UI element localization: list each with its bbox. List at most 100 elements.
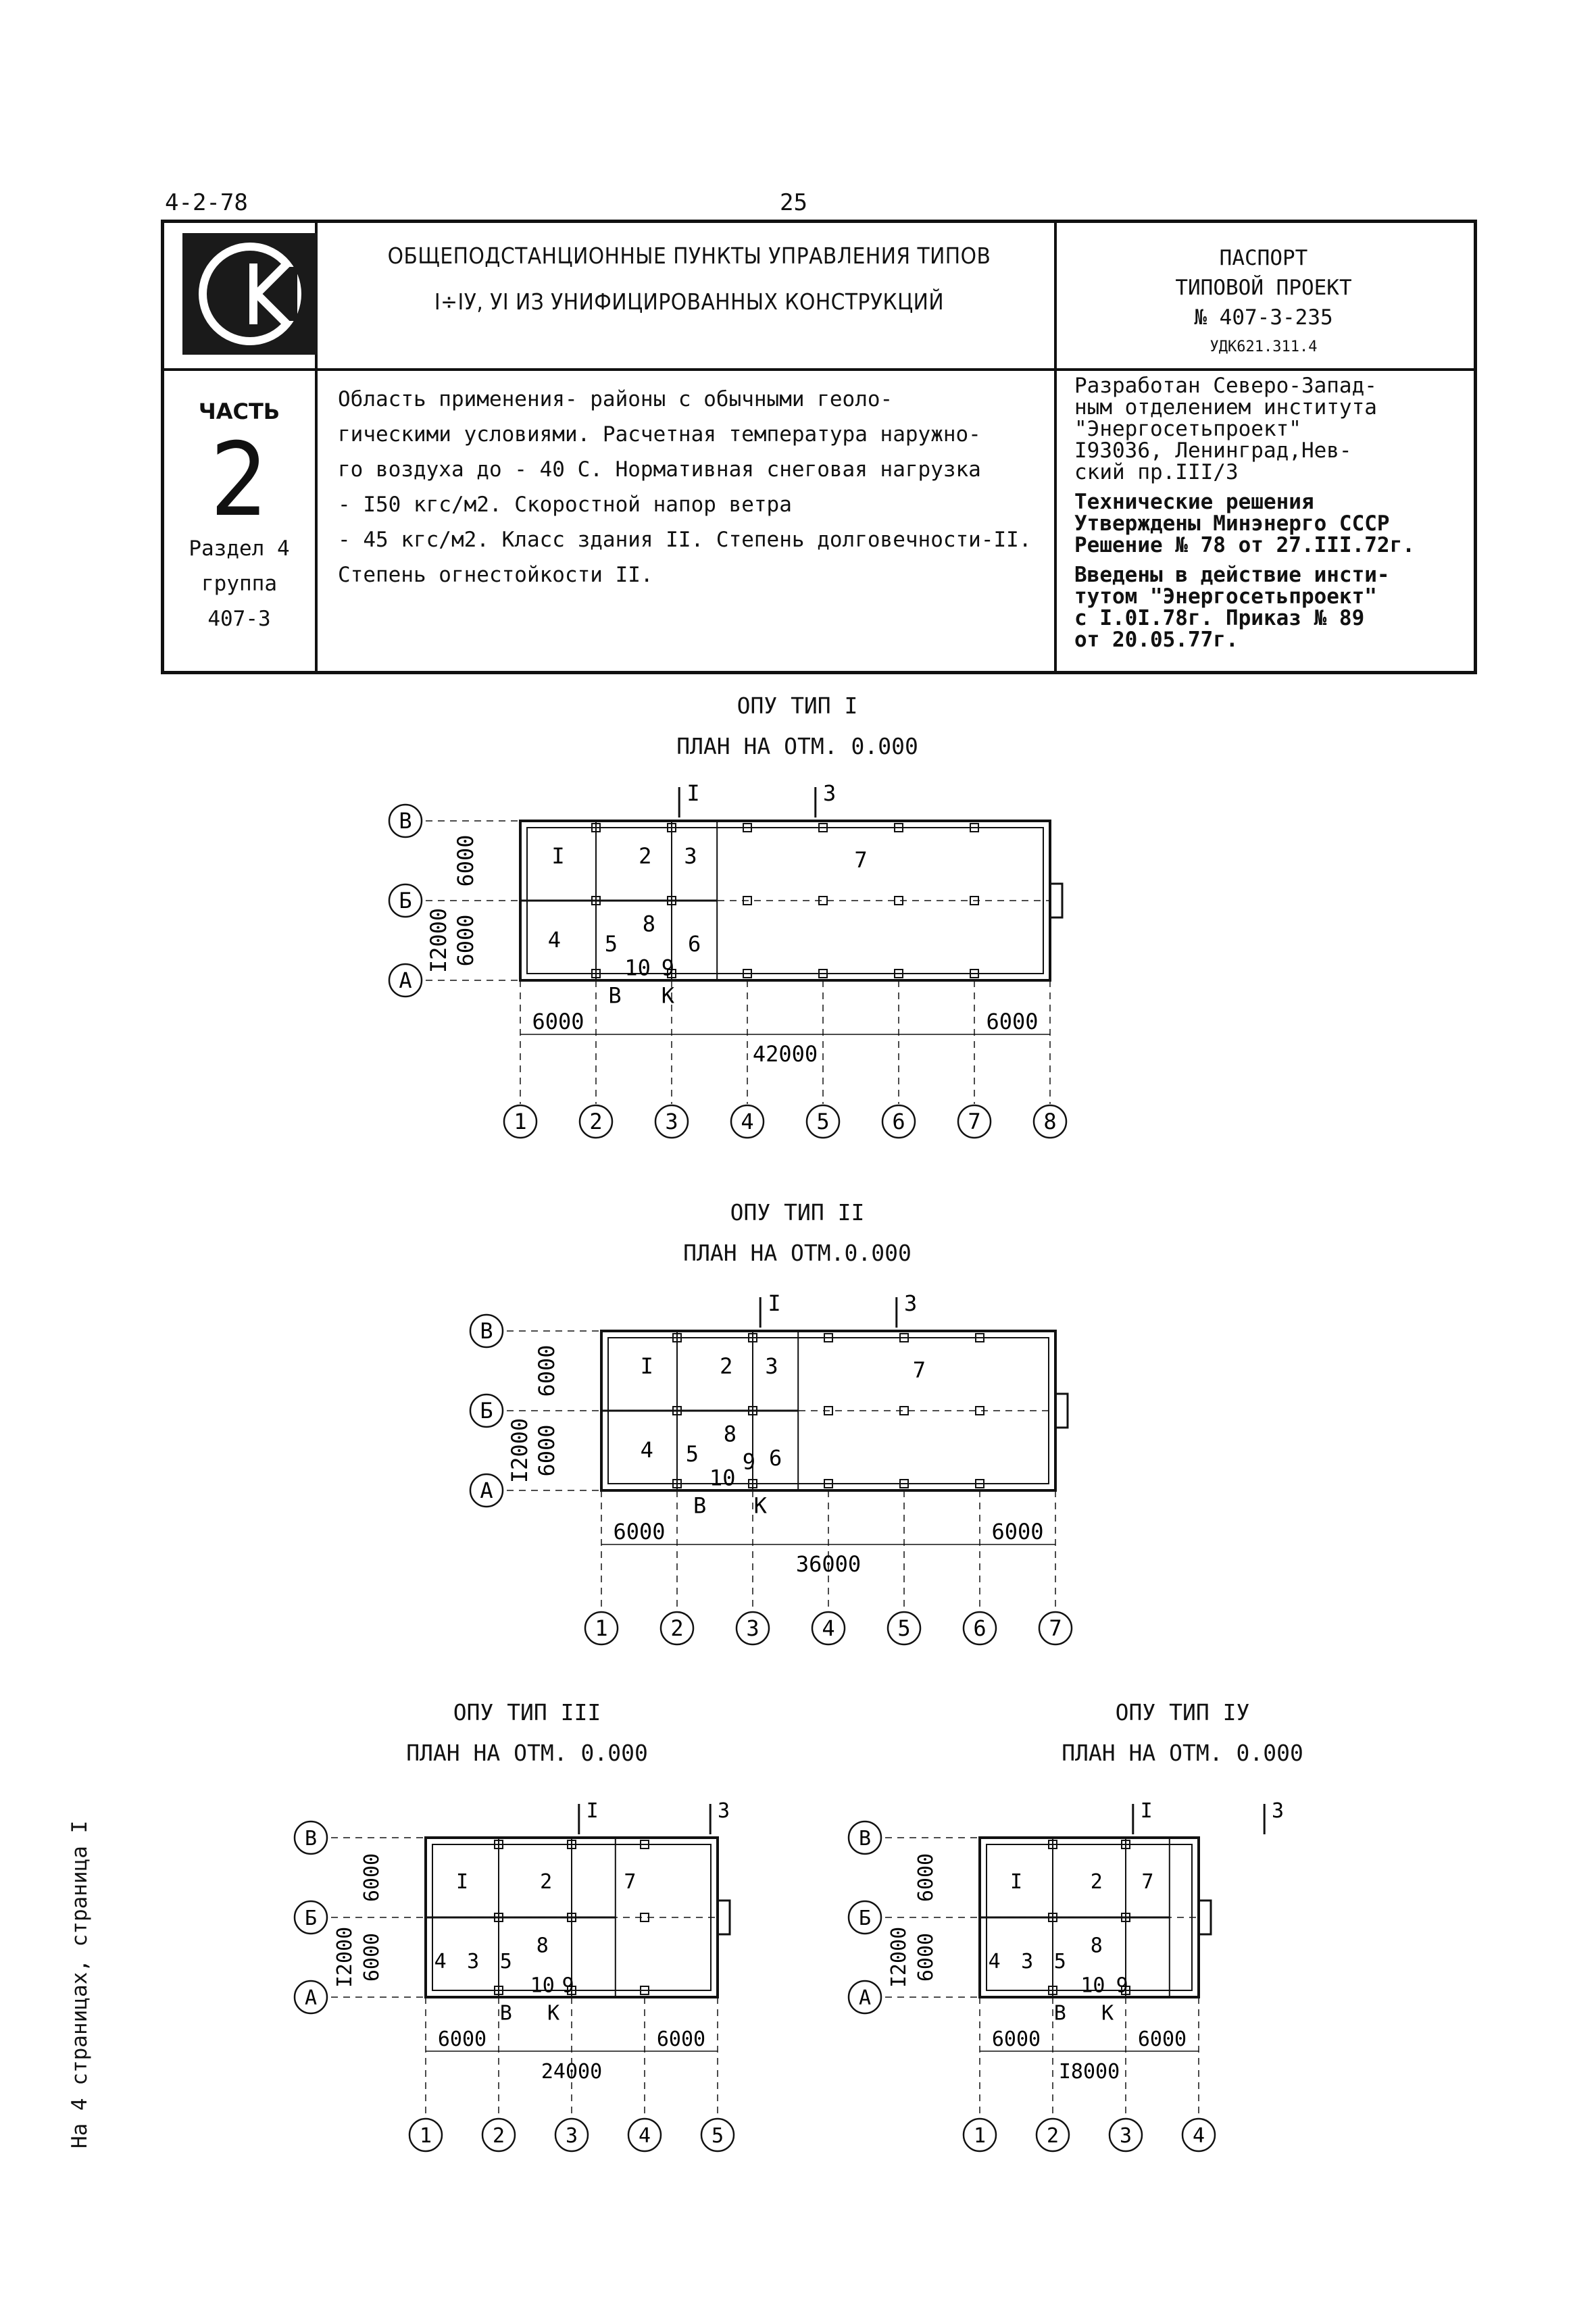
room-number: 9 xyxy=(1116,1973,1128,1997)
axis-label: Б xyxy=(305,1907,317,1930)
column-marker xyxy=(899,1479,909,1488)
dimension-label: 6000 xyxy=(534,1424,559,1476)
entrance xyxy=(716,1899,731,1936)
axis-label: 3 xyxy=(665,1109,678,1134)
room-number: I xyxy=(456,1870,468,1894)
plan-4-title: ОПУ ТИП IУ xyxy=(1115,1699,1250,1726)
page-count-note: На 4 страницах, страница I xyxy=(68,1820,92,2148)
axis-bubble xyxy=(293,1820,328,1855)
axis-bubble xyxy=(293,1980,328,2015)
axis-bubble xyxy=(735,1611,770,1646)
dimension-label: I2000 xyxy=(426,908,451,973)
column-marker xyxy=(818,823,828,832)
room-number: К xyxy=(754,1493,768,1519)
room-number: 8 xyxy=(724,1421,737,1447)
axis-label: В xyxy=(305,1827,317,1851)
axis-label: В xyxy=(480,1318,493,1344)
room-number: 4 xyxy=(641,1437,653,1463)
room-number: 9 xyxy=(743,1449,755,1475)
axis-label: 8 xyxy=(1043,1109,1056,1134)
axis-bubble xyxy=(962,1611,997,1646)
axis-bubble xyxy=(503,1104,538,1139)
axis-bubble xyxy=(811,1611,846,1646)
page-number: 25 xyxy=(780,189,807,216)
axis-label: 3 xyxy=(1120,2124,1132,2148)
room-number: 4 xyxy=(434,1950,447,1973)
room-number: В xyxy=(500,2002,512,2026)
group-code: 407-3 xyxy=(207,607,271,631)
axis-label: 7 xyxy=(968,1109,980,1134)
dimension-label: 6000 xyxy=(657,2028,705,2051)
dimension-label: 6000 xyxy=(914,1853,938,1902)
column-marker xyxy=(672,1479,682,1488)
axis-bubble xyxy=(1181,2117,1216,2153)
axis-label: 4 xyxy=(822,1615,834,1641)
axis-label: 1 xyxy=(514,1109,526,1134)
axis-bubble xyxy=(887,1611,922,1646)
room-number: В xyxy=(693,1493,706,1519)
column-marker xyxy=(1048,1840,1057,1849)
axis-label: А xyxy=(399,967,412,993)
axis-bubble xyxy=(659,1611,695,1646)
column-marker xyxy=(494,1840,503,1849)
axis-bubble xyxy=(881,1104,916,1139)
room-number: 4 xyxy=(989,1950,1001,1973)
dimension-label: 6000 xyxy=(360,1933,384,1982)
axis-label: 4 xyxy=(639,2124,651,2148)
column-marker xyxy=(899,1333,909,1342)
title-line-1: ОБЩЕПОДСТАНЦИОННЫЕ ПУНКТЫ УПРАВЛЕНИЯ ТИП… xyxy=(387,243,991,269)
room-number: 4 xyxy=(548,927,561,953)
room-number: 5 xyxy=(686,1441,699,1467)
column-marker xyxy=(818,969,828,978)
dimension-label: 6000 xyxy=(438,2028,487,2051)
table-divider xyxy=(1054,220,1057,674)
plan-2-subtitle: ПЛАН НА ОТМ.0.000 xyxy=(683,1240,912,1266)
room-number: I xyxy=(641,1353,653,1379)
room-number: К xyxy=(1101,2002,1114,2026)
axis-bubble xyxy=(554,2117,589,2153)
column-marker xyxy=(640,1840,649,1849)
entrance xyxy=(1197,1899,1212,1936)
entrance xyxy=(1049,882,1064,919)
dimension-label: I8000 xyxy=(1059,2060,1120,2084)
room-number: 3 xyxy=(467,1950,479,1973)
column-marker xyxy=(667,823,676,832)
axis-bubble xyxy=(469,1473,504,1508)
room-number: К xyxy=(547,2002,559,2026)
column-marker xyxy=(894,969,903,978)
column-marker xyxy=(591,823,601,832)
column-marker xyxy=(743,823,752,832)
room-number: 6 xyxy=(769,1445,782,1471)
dimension-label: 6000 xyxy=(1138,2028,1187,2051)
sk-logo xyxy=(182,233,318,355)
part-label: ЧАСТЬ xyxy=(198,399,280,424)
dimension-label: 6000 xyxy=(992,2028,1041,2051)
section-mark: 3 xyxy=(1272,1799,1284,1823)
column-marker xyxy=(494,1986,503,1995)
axis-bubble xyxy=(847,1980,882,2015)
axis-label: А xyxy=(305,1986,317,2010)
room-number: 6 xyxy=(688,931,701,957)
axis-label: 4 xyxy=(741,1109,753,1134)
column-marker xyxy=(894,823,903,832)
axis-label: 2 xyxy=(589,1109,602,1134)
axis-bubble xyxy=(957,1104,992,1139)
passport-block: ПАСПОРТ ТИПОВОЙ ПРОЕКТ № 407-3-235 УДК62… xyxy=(1068,243,1460,362)
axis-bubble xyxy=(730,1104,765,1139)
axis-label: Б xyxy=(399,888,412,913)
room-number: 2 xyxy=(1091,1870,1103,1894)
axis-bubble xyxy=(584,1611,619,1646)
section-mark: 3 xyxy=(823,780,836,806)
plan-2-title: ОПУ ТИП II xyxy=(730,1199,865,1226)
axis-bubble xyxy=(1108,2117,1143,2153)
room-number: 7 xyxy=(854,847,867,873)
axis-label: 6 xyxy=(973,1615,986,1641)
room-number: 7 xyxy=(624,1870,636,1894)
column-marker xyxy=(591,969,601,978)
dimension-label: 6000 xyxy=(453,914,478,966)
room-number: 9 xyxy=(562,1973,574,1997)
axis-bubble xyxy=(388,963,423,998)
axis-bubble xyxy=(388,803,423,838)
table-divider xyxy=(315,220,318,674)
